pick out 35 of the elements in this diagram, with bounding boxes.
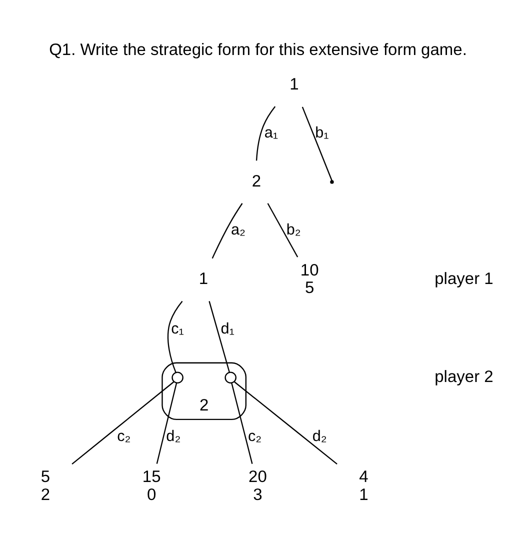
diagram-title: Q1. Write the strategic form for this extensive form game. — [48, 40, 466, 59]
connector — [166, 300, 182, 372]
label: player 1 — [434, 270, 493, 288]
connector — [266, 203, 298, 258]
node-circle — [171, 372, 183, 384]
edge-label: a₁ — [264, 124, 278, 142]
node-text: 1 — [289, 76, 298, 94]
node-text: 10 5 — [300, 261, 318, 297]
connector — [255, 106, 276, 161]
node-text: 1 — [198, 270, 208, 288]
node-text: 2 — [251, 172, 261, 190]
edge-label: b₂ — [286, 221, 300, 238]
node-circle — [224, 372, 236, 384]
connector — [211, 203, 242, 259]
label: player 2 — [434, 368, 493, 386]
edge-label: d₁ — [220, 320, 234, 338]
edge-label: c₂ — [247, 428, 262, 446]
cluster: 2 — [161, 362, 246, 420]
node-text: 20 3 — [248, 468, 266, 504]
connector — [208, 301, 230, 372]
edge-label: d₂ — [312, 428, 326, 446]
connector — [234, 381, 337, 464]
node-text: 15 0 — [142, 468, 160, 504]
edge-label: b₁ — [314, 124, 328, 142]
node-text: 4 1 — [358, 468, 368, 504]
edge-label: c₂ — [116, 428, 130, 446]
edge-label: d₂ — [166, 428, 180, 446]
connector — [71, 381, 174, 464]
edge-label: c₁ — [170, 320, 184, 338]
edge-label: a₂ — [230, 221, 245, 238]
connector — [230, 382, 252, 464]
connector — [301, 106, 332, 181]
node-text: 5 2 — [40, 468, 50, 504]
connector — [156, 382, 177, 464]
node-point — [330, 180, 334, 184]
